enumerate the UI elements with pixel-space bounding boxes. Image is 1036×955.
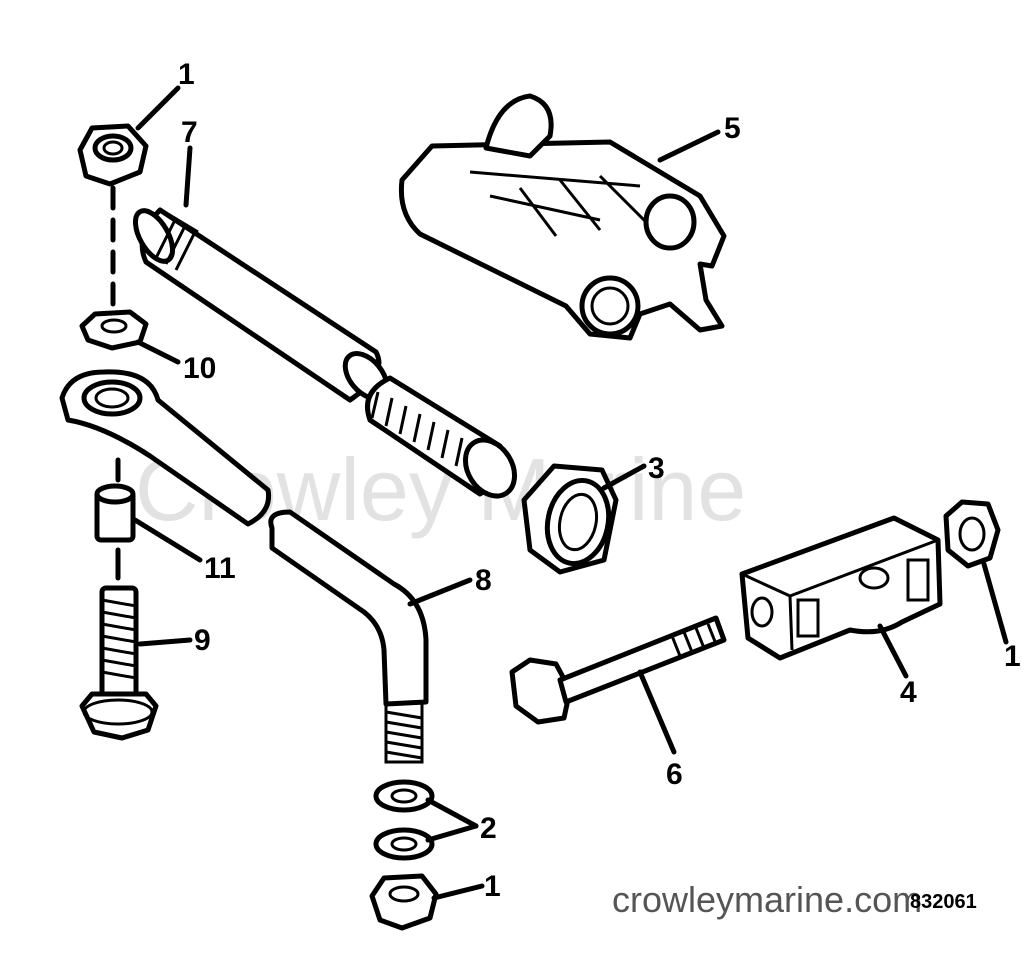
leader-2a bbox=[425, 797, 479, 829]
leader-4 bbox=[877, 623, 909, 679]
part-5-bracket bbox=[398, 93, 727, 341]
part-6-hex-bolt bbox=[509, 615, 727, 725]
leader-1-top bbox=[135, 85, 181, 131]
leader-6 bbox=[637, 669, 677, 755]
part-2-washers bbox=[373, 779, 435, 861]
callout-4: 4 bbox=[900, 676, 917, 709]
figure-code: 832061 bbox=[910, 891, 977, 913]
part-1-nut-bottom bbox=[369, 873, 439, 931]
callout-11: 11 bbox=[204, 552, 236, 585]
leader-11 bbox=[132, 517, 203, 563]
callout-1-bottom: 1 bbox=[484, 870, 501, 903]
part-9-bolt bbox=[79, 585, 159, 741]
part-10-jam-nut bbox=[79, 309, 149, 351]
callout-8: 8 bbox=[475, 564, 492, 597]
part-3-nut bbox=[521, 463, 619, 575]
part-1-nut-top bbox=[77, 123, 149, 187]
part-8-bent-rod bbox=[268, 509, 429, 764]
callout-10: 10 bbox=[183, 352, 216, 385]
callout-2: 2 bbox=[480, 812, 497, 845]
leader-8 bbox=[407, 577, 473, 607]
leader-2b bbox=[425, 823, 479, 843]
callout-1-top: 1 bbox=[178, 58, 195, 91]
leader-9 bbox=[137, 637, 193, 647]
part-4-clamp bbox=[739, 515, 943, 661]
part-1-nut-right bbox=[943, 499, 1001, 569]
leader-7 bbox=[183, 145, 193, 208]
leader-1-right bbox=[981, 561, 1009, 645]
callout-3: 3 bbox=[648, 452, 665, 485]
part-11-bushing bbox=[94, 483, 136, 543]
site-url: crowleymarine.com bbox=[612, 879, 922, 920]
leader-5 bbox=[657, 129, 721, 163]
callout-9: 9 bbox=[194, 624, 211, 657]
rod-end-eye bbox=[59, 369, 272, 527]
leader-1-bottom bbox=[431, 883, 485, 901]
leader-10 bbox=[135, 339, 181, 365]
callout-7: 7 bbox=[181, 116, 198, 149]
callout-6: 6 bbox=[666, 758, 683, 791]
callout-1-right: 1 bbox=[1004, 640, 1021, 673]
part-7-tube bbox=[132, 207, 390, 403]
leader-3 bbox=[601, 463, 647, 491]
part-7-threaded-sleeve bbox=[365, 375, 518, 499]
callout-5: 5 bbox=[724, 112, 741, 145]
